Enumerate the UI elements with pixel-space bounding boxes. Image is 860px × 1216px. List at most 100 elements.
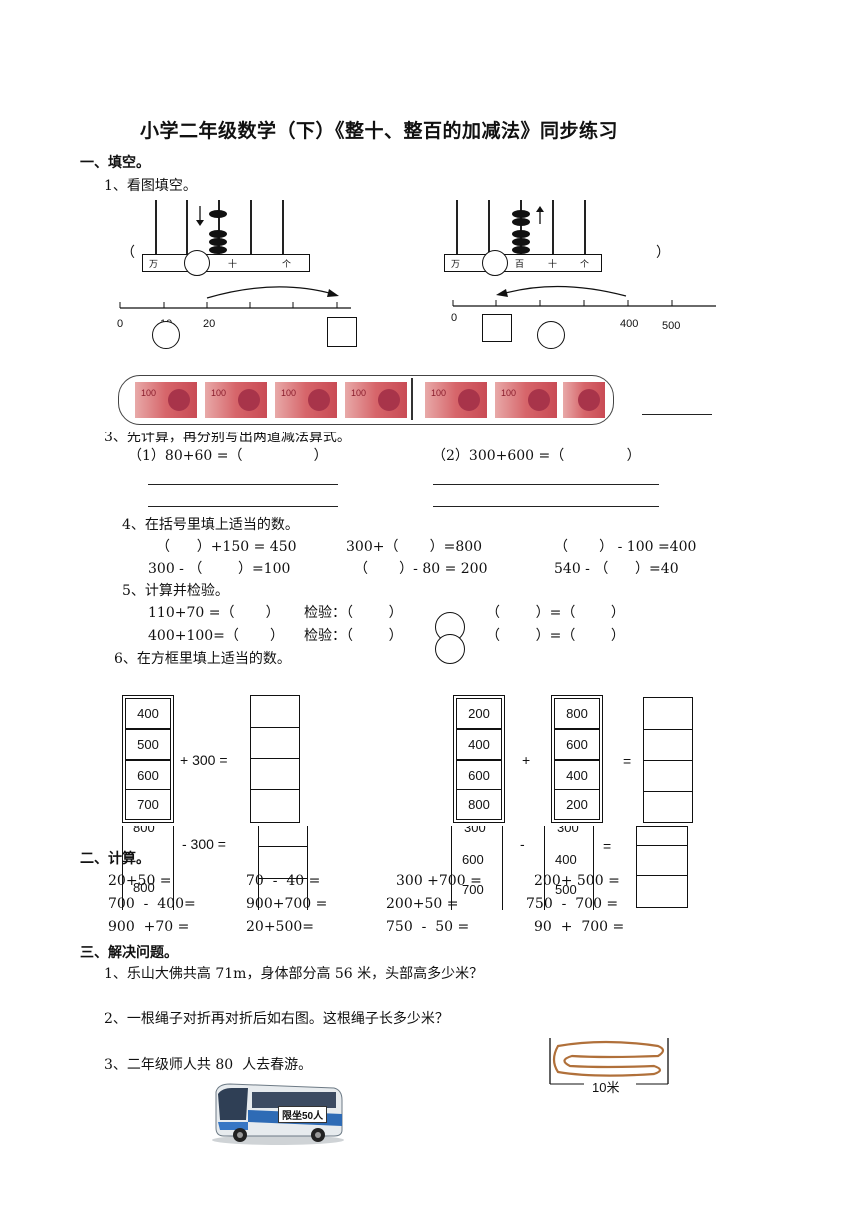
- paren-close: ）: [656, 245, 670, 261]
- number-line-right: [452, 285, 716, 307]
- tick-label: 0: [451, 312, 458, 324]
- answer-circle[interactable]: [537, 321, 565, 349]
- number-cell: 800: [554, 698, 600, 729]
- tick-label: 0: [117, 318, 124, 330]
- q3-label: 3、先计算，再分别写出两道减法算式。: [104, 429, 351, 445]
- number-cell: 600: [125, 760, 171, 791]
- answer-line[interactable]: [642, 414, 712, 415]
- answer-column[interactable]: [250, 695, 300, 823]
- rope-length-label: 10米: [592, 1080, 620, 1095]
- number-cell: 400: [554, 760, 600, 791]
- number-cell: 200: [554, 789, 600, 820]
- banknote-value: 100: [211, 388, 226, 398]
- abacus-label: 万: [451, 259, 461, 269]
- answer-line[interactable]: [148, 506, 338, 507]
- number-cell: 400: [456, 729, 502, 760]
- minus-300-label: - 300 =: [182, 836, 226, 852]
- paren-open: （: [121, 245, 135, 261]
- answer-box[interactable]: [327, 317, 357, 347]
- q4-label: 4、在括号里填上适当的数。: [122, 517, 299, 533]
- q5-check: 检验：（ ）: [304, 628, 403, 644]
- number-cell: 300: [557, 820, 579, 835]
- q4-blank: 540 - （ ）=40: [554, 561, 679, 577]
- calc-item: 750 - 700 =: [526, 896, 619, 912]
- problem-1: 1、乐山大佛共高 71m，身体部分高 56 米，头部高多少米？: [104, 966, 484, 982]
- number-cell: 300: [464, 820, 486, 835]
- number-cell: 400: [125, 698, 171, 729]
- number-cell: 700: [125, 789, 171, 820]
- calc-item: 20+50 =: [108, 873, 172, 889]
- plus-sign: +: [522, 752, 531, 768]
- number-cell: 500: [125, 729, 171, 760]
- section-3-heading: 三、解决问题。: [80, 945, 178, 961]
- q4-blank: （ ） - 100 =400: [554, 539, 697, 555]
- problem-3: 3、二年级师人共 80 人去春游。: [104, 1057, 313, 1073]
- q6-label: 6、在方框里填上适当的数。: [114, 651, 291, 667]
- answer-line[interactable]: [433, 484, 659, 485]
- number-column-right-2: 300 400 500: [544, 826, 594, 910]
- number-column-mid: 200 400 600 800: [453, 695, 505, 823]
- answer-column[interactable]: [643, 697, 693, 823]
- q5-label: 5、计算并检验。: [122, 583, 229, 599]
- calc-item: 900+700 =: [246, 896, 328, 912]
- abacus-frame-right: [444, 254, 602, 272]
- q5-tail: （ ）=（ ）: [486, 605, 625, 621]
- answer-circle[interactable]: [184, 250, 210, 276]
- abacus-label: 万: [149, 259, 159, 269]
- bus-sign: 限坐50人: [278, 1106, 328, 1123]
- abacus-frame-left: [142, 254, 310, 272]
- number-column-left-2: 800 800: [122, 826, 174, 910]
- calc-item: 300 +700 =: [396, 873, 482, 889]
- section-1-heading: 一、填空。: [80, 155, 150, 171]
- banknote-value: 100: [141, 388, 156, 398]
- calc-item: 90 + 700 =: [534, 919, 625, 935]
- page-title: 小学二年级数学（下）《整十、整百的加减法》同步练习: [140, 120, 619, 142]
- calc-item: 900 +70 =: [108, 919, 190, 935]
- equals-sign: =: [603, 838, 612, 854]
- equals-sign: =: [623, 753, 632, 769]
- number-cell: 700: [462, 882, 484, 897]
- banknote-strip: 100 100 100 100 100 100: [118, 375, 614, 425]
- abacus-label: 个: [580, 259, 590, 269]
- answer-column[interactable]: [636, 826, 688, 908]
- calc-item: 70 - 40 =: [246, 873, 321, 889]
- number-cell: 400: [555, 852, 577, 867]
- number-column-left: 400 500 600 700: [122, 695, 174, 823]
- q3-item-2: （2）300+600 =（ ）: [432, 448, 641, 464]
- number-cell: 600: [462, 852, 484, 867]
- answer-circle[interactable]: [152, 321, 180, 349]
- number-column-right: 800 600 400 200: [551, 695, 603, 823]
- calc-item: 200+ 500 =: [534, 873, 620, 889]
- tick-label: 500: [662, 320, 681, 332]
- q4-blank: （ ）- 80 = 200: [354, 561, 488, 577]
- answer-line[interactable]: [148, 484, 338, 485]
- q4-blank: 300+（ ）=800: [346, 539, 483, 555]
- tick-label: 400: [620, 318, 639, 330]
- number-column-mid-2: 300 600 700: [451, 826, 503, 910]
- answer-column[interactable]: [258, 826, 308, 910]
- number-line-left: [119, 286, 351, 309]
- q5-check: 检验：（ ）: [304, 605, 403, 621]
- answer-box[interactable]: [482, 314, 512, 342]
- operator-circle[interactable]: [435, 634, 465, 664]
- abacus-beads-right: [512, 206, 544, 254]
- problem-2: 2、一根绳子对折再对折后如右图。这根绳子长多少米？: [104, 1011, 449, 1027]
- number-cell: 600: [456, 760, 502, 791]
- answer-circle[interactable]: [482, 250, 508, 276]
- banknote-value: 100: [281, 388, 296, 398]
- abacus-label: 十: [548, 259, 558, 269]
- abacus-label: 十: [228, 259, 238, 269]
- answer-line[interactable]: [433, 506, 659, 507]
- folded-rope-figure: [549, 1038, 669, 1085]
- banknote-value: 100: [431, 388, 446, 398]
- number-cell: 600: [554, 729, 600, 760]
- abacus-beads-left: [196, 206, 227, 254]
- q4-blank: （ ）+150 = 450: [156, 539, 297, 555]
- calc-item: 20+500=: [246, 919, 314, 935]
- number-cell: 800: [133, 820, 155, 835]
- banknote-value: 100: [351, 388, 366, 398]
- banknote-value: 100: [501, 388, 516, 398]
- q1-label: 1、看图填空。: [104, 178, 197, 194]
- q4-blank: 300 - （ ）=100: [148, 561, 291, 577]
- number-cell: 200: [456, 698, 502, 729]
